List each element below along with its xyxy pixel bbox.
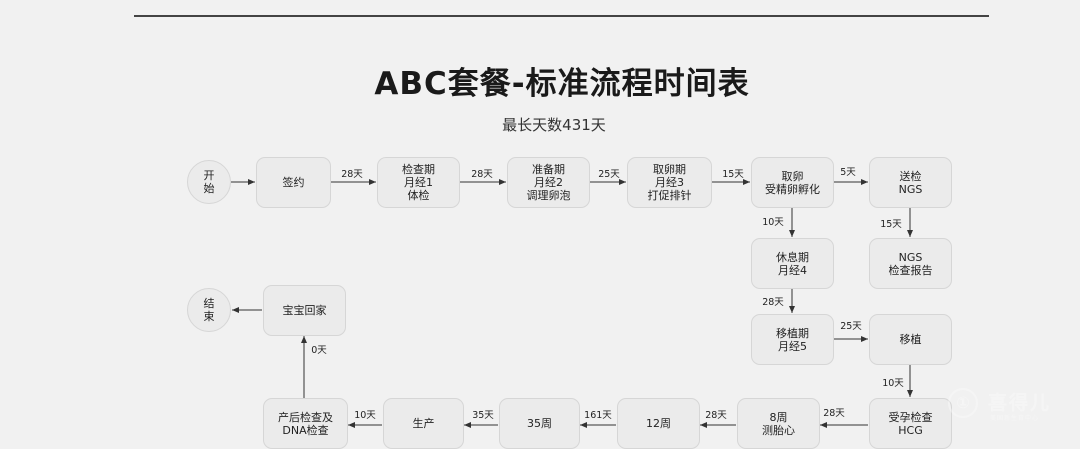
edge-label-week35-birth: 35天 bbox=[472, 410, 494, 421]
node-ngs-report: NGS 检查报告 bbox=[869, 238, 952, 289]
node-transfer-period: 移植期 月经5 bbox=[751, 314, 834, 365]
edge-label-retrieval-period-retrieval: 15天 bbox=[722, 169, 744, 180]
node-end: 结 束 bbox=[187, 288, 231, 332]
node-exam-period: 检查期 月经1 体检 bbox=[377, 157, 460, 208]
node-sign: 签约 bbox=[256, 157, 331, 208]
node-retrieval: 取卵 受精卵孵化 bbox=[751, 157, 834, 208]
page-subtitle: 最长天数431天 bbox=[502, 116, 606, 134]
node-rest-period: 休息期 月经4 bbox=[751, 238, 834, 289]
page-title: ABC套餐-标准流程时间表 bbox=[374, 66, 750, 102]
node-prep-period: 准备期 月经2 调理卵泡 bbox=[507, 157, 590, 208]
edge-label-transfer-hcg: 10天 bbox=[882, 378, 904, 389]
top-rule bbox=[134, 15, 989, 17]
node-retrieval-period: 取卵期 月经3 打促排针 bbox=[627, 157, 712, 208]
edge-label-sign-exam: 28天 bbox=[341, 169, 363, 180]
edge-label-send-report: 15天 bbox=[880, 219, 902, 230]
edge-label-hcg-week8: 28天 bbox=[823, 408, 845, 419]
watermark-logo-icon: ① bbox=[948, 388, 978, 418]
edge-label-postnatal-home: 0天 bbox=[311, 345, 327, 356]
edge-label-rest-transfer-period: 28天 bbox=[762, 297, 784, 308]
edge-label-retrieval-send: 5天 bbox=[840, 167, 856, 178]
node-baby-home: 宝宝回家 bbox=[263, 285, 346, 336]
node-send-ngs: 送检 NGS bbox=[869, 157, 952, 208]
edge-label-birth-postnatal: 10天 bbox=[354, 410, 376, 421]
watermark: ① 喜得儿 美国新生育中心 bbox=[946, 384, 1080, 428]
node-birth: 生产 bbox=[383, 398, 464, 449]
node-start: 开 始 bbox=[187, 160, 231, 204]
watermark-tagline: 美国新生育中心 bbox=[990, 415, 1040, 422]
edge-label-week12-week35: 161天 bbox=[584, 410, 612, 421]
node-hcg: 受孕检查 HCG bbox=[869, 398, 952, 449]
watermark-name: 喜得儿 bbox=[988, 392, 1052, 414]
edge-label-retrieval-rest: 10天 bbox=[762, 217, 784, 228]
node-postnatal-check: 产后检查及 DNA检查 bbox=[263, 398, 348, 449]
node-week35: 35周 bbox=[499, 398, 580, 449]
edge-label-transfer-period-transfer: 25天 bbox=[840, 321, 862, 332]
node-week8: 8周 测胎心 bbox=[737, 398, 820, 449]
node-transfer: 移植 bbox=[869, 314, 952, 365]
node-week12: 12周 bbox=[617, 398, 700, 449]
edge-label-week8-week12: 28天 bbox=[705, 410, 727, 421]
edge-label-prep-retrieval-period: 25天 bbox=[598, 169, 620, 180]
edge-label-exam-prep: 28天 bbox=[471, 169, 493, 180]
